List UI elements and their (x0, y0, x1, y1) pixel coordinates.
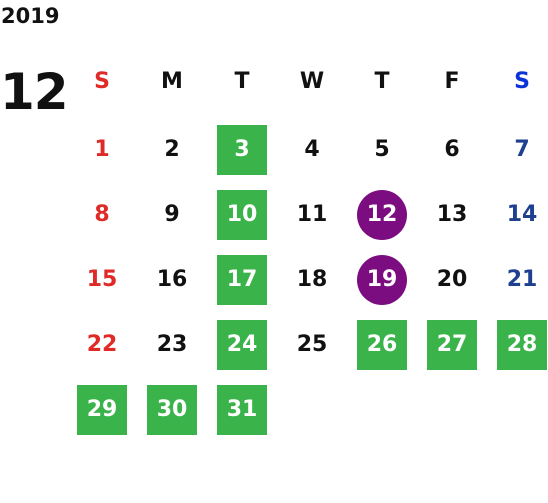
calendar-day-2[interactable]: 2 (164, 137, 180, 162)
weekday-header: T (374, 69, 390, 94)
calendar-day-14[interactable]: 14 (506, 202, 538, 227)
calendar-day-4[interactable]: 4 (304, 137, 320, 162)
calendar-day-25[interactable]: 25 (296, 332, 328, 357)
calendar-day-26[interactable]: 26 (357, 320, 407, 370)
calendar-day-8[interactable]: 8 (94, 202, 110, 227)
calendar-day-3[interactable]: 3 (217, 125, 267, 175)
calendar-day-20[interactable]: 20 (436, 267, 468, 292)
calendar-day-9[interactable]: 9 (164, 202, 180, 227)
calendar-day-24[interactable]: 24 (217, 320, 267, 370)
calendar-day-21[interactable]: 21 (506, 267, 538, 292)
calendar-day-5[interactable]: 5 (374, 137, 390, 162)
calendar-day-28[interactable]: 28 (497, 320, 547, 370)
calendar-day-31[interactable]: 31 (217, 385, 267, 435)
calendar-year: 2019 (1, 4, 60, 28)
calendar-day-18[interactable]: 18 (296, 267, 328, 292)
calendar-day-13[interactable]: 13 (436, 202, 468, 227)
calendar-day-27[interactable]: 27 (427, 320, 477, 370)
calendar-day-29[interactable]: 29 (77, 385, 127, 435)
calendar-day-23[interactable]: 23 (156, 332, 188, 357)
weekday-header: F (444, 69, 460, 94)
calendar-day-16[interactable]: 16 (156, 267, 188, 292)
calendar-day-6[interactable]: 6 (444, 137, 460, 162)
calendar-day-10[interactable]: 10 (217, 190, 267, 240)
calendar-day-22[interactable]: 22 (86, 332, 118, 357)
calendar-day-12[interactable]: 12 (357, 190, 407, 240)
calendar-day-19[interactable]: 19 (357, 255, 407, 305)
calendar-day-30[interactable]: 30 (147, 385, 197, 435)
calendar-day-11[interactable]: 11 (296, 202, 328, 227)
calendar-day-7[interactable]: 7 (514, 137, 530, 162)
calendar-month: 12 (0, 63, 69, 121)
weekday-header: M (161, 69, 183, 94)
weekday-header: W (299, 69, 325, 94)
calendar-day-17[interactable]: 17 (217, 255, 267, 305)
weekday-header: S (94, 69, 110, 94)
calendar-day-1[interactable]: 1 (94, 137, 110, 162)
weekday-header: S (514, 69, 530, 94)
calendar-day-15[interactable]: 15 (86, 267, 118, 292)
weekday-header: T (234, 69, 250, 94)
